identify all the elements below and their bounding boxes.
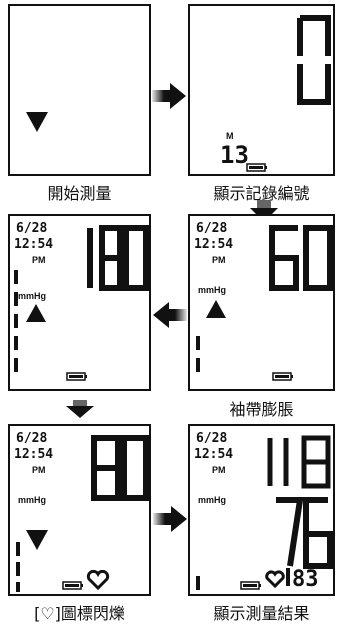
pm-label: PM — [32, 465, 46, 475]
panel-80: 6/28 12:54 PM mmHg — [8, 424, 151, 596]
pm-label: PM — [212, 465, 226, 475]
big-number-80 — [91, 435, 149, 501]
unit-label: mmHg — [198, 285, 227, 295]
panel-start — [8, 4, 151, 176]
time-display: 12:54 — [14, 237, 54, 252]
pm-label: PM — [32, 255, 46, 265]
date-display: 6/28 — [16, 431, 48, 446]
date-display: 6/28 — [16, 221, 48, 236]
heart-icon — [265, 570, 285, 588]
panel-record-number: M 13 — [188, 4, 335, 176]
heart-icon — [86, 570, 110, 590]
battery-icon — [240, 581, 261, 590]
triangle-up-icon — [206, 300, 226, 318]
big-digit-zero — [297, 15, 331, 105]
date-display: 6/28 — [196, 431, 228, 446]
pressure-bar-segment — [16, 542, 20, 556]
arrow-down-icon — [66, 400, 94, 418]
systolic-118 — [267, 435, 333, 569]
memory-label: M — [226, 131, 234, 141]
pressure-bar-segment — [196, 576, 200, 590]
triangle-down-icon — [26, 112, 48, 132]
battery-icon — [66, 372, 87, 381]
pressure-bar-segment — [16, 562, 20, 576]
pressure-bar-segment — [14, 358, 18, 372]
caption-step1: 開始測量 — [47, 184, 112, 203]
time-display: 12:54 — [194, 447, 234, 462]
panel-180: 6/28 12:54 PM mmHg — [8, 214, 151, 391]
unit-label: mmHg — [198, 495, 227, 505]
pm-label: PM — [212, 255, 226, 265]
caption-step2: 顯示記錄編號 — [213, 184, 310, 203]
pressure-bar-segment — [14, 292, 18, 306]
arrow-right-icon — [152, 83, 186, 109]
pressure-bar-segment — [196, 336, 200, 350]
caption-step4: 袖帶膨脹 — [229, 400, 294, 419]
pressure-bar-segment — [196, 358, 200, 372]
pulse-value: 83 — [292, 567, 319, 592]
time-display: 12:54 — [14, 447, 54, 462]
pressure-bar-segment — [14, 270, 18, 284]
triangle-down-icon — [26, 530, 48, 550]
unit-label: mmHg — [18, 291, 47, 301]
battery-icon — [62, 581, 83, 590]
caption-step6: 顯示測量結果 — [213, 604, 310, 623]
battery-icon — [246, 163, 267, 172]
arrow-right-icon — [153, 506, 187, 532]
pressure-bar-segment — [14, 336, 18, 350]
pressure-bar-segment — [14, 314, 18, 328]
memory-number: 13 — [220, 141, 249, 169]
date-display: 6/28 — [196, 221, 228, 236]
caption-step5: [♡]圖標閃爍 — [34, 604, 125, 623]
unit-label: mmHg — [18, 495, 47, 505]
panel-result: 6/28 12:54 PM mmHg 83 — [188, 424, 335, 596]
pulse-reading: 83 — [286, 568, 319, 591]
time-display: 12:54 — [194, 237, 234, 252]
big-number-180 — [87, 225, 149, 291]
battery-icon — [272, 372, 293, 381]
panel-60: 6/28 12:54 PM mmHg — [188, 214, 335, 391]
triangle-up-icon — [26, 304, 46, 322]
pulse-indicator — [286, 568, 290, 586]
arrow-left-icon — [153, 302, 187, 328]
big-number-60 — [269, 225, 333, 291]
pressure-bar-segment — [16, 582, 20, 592]
